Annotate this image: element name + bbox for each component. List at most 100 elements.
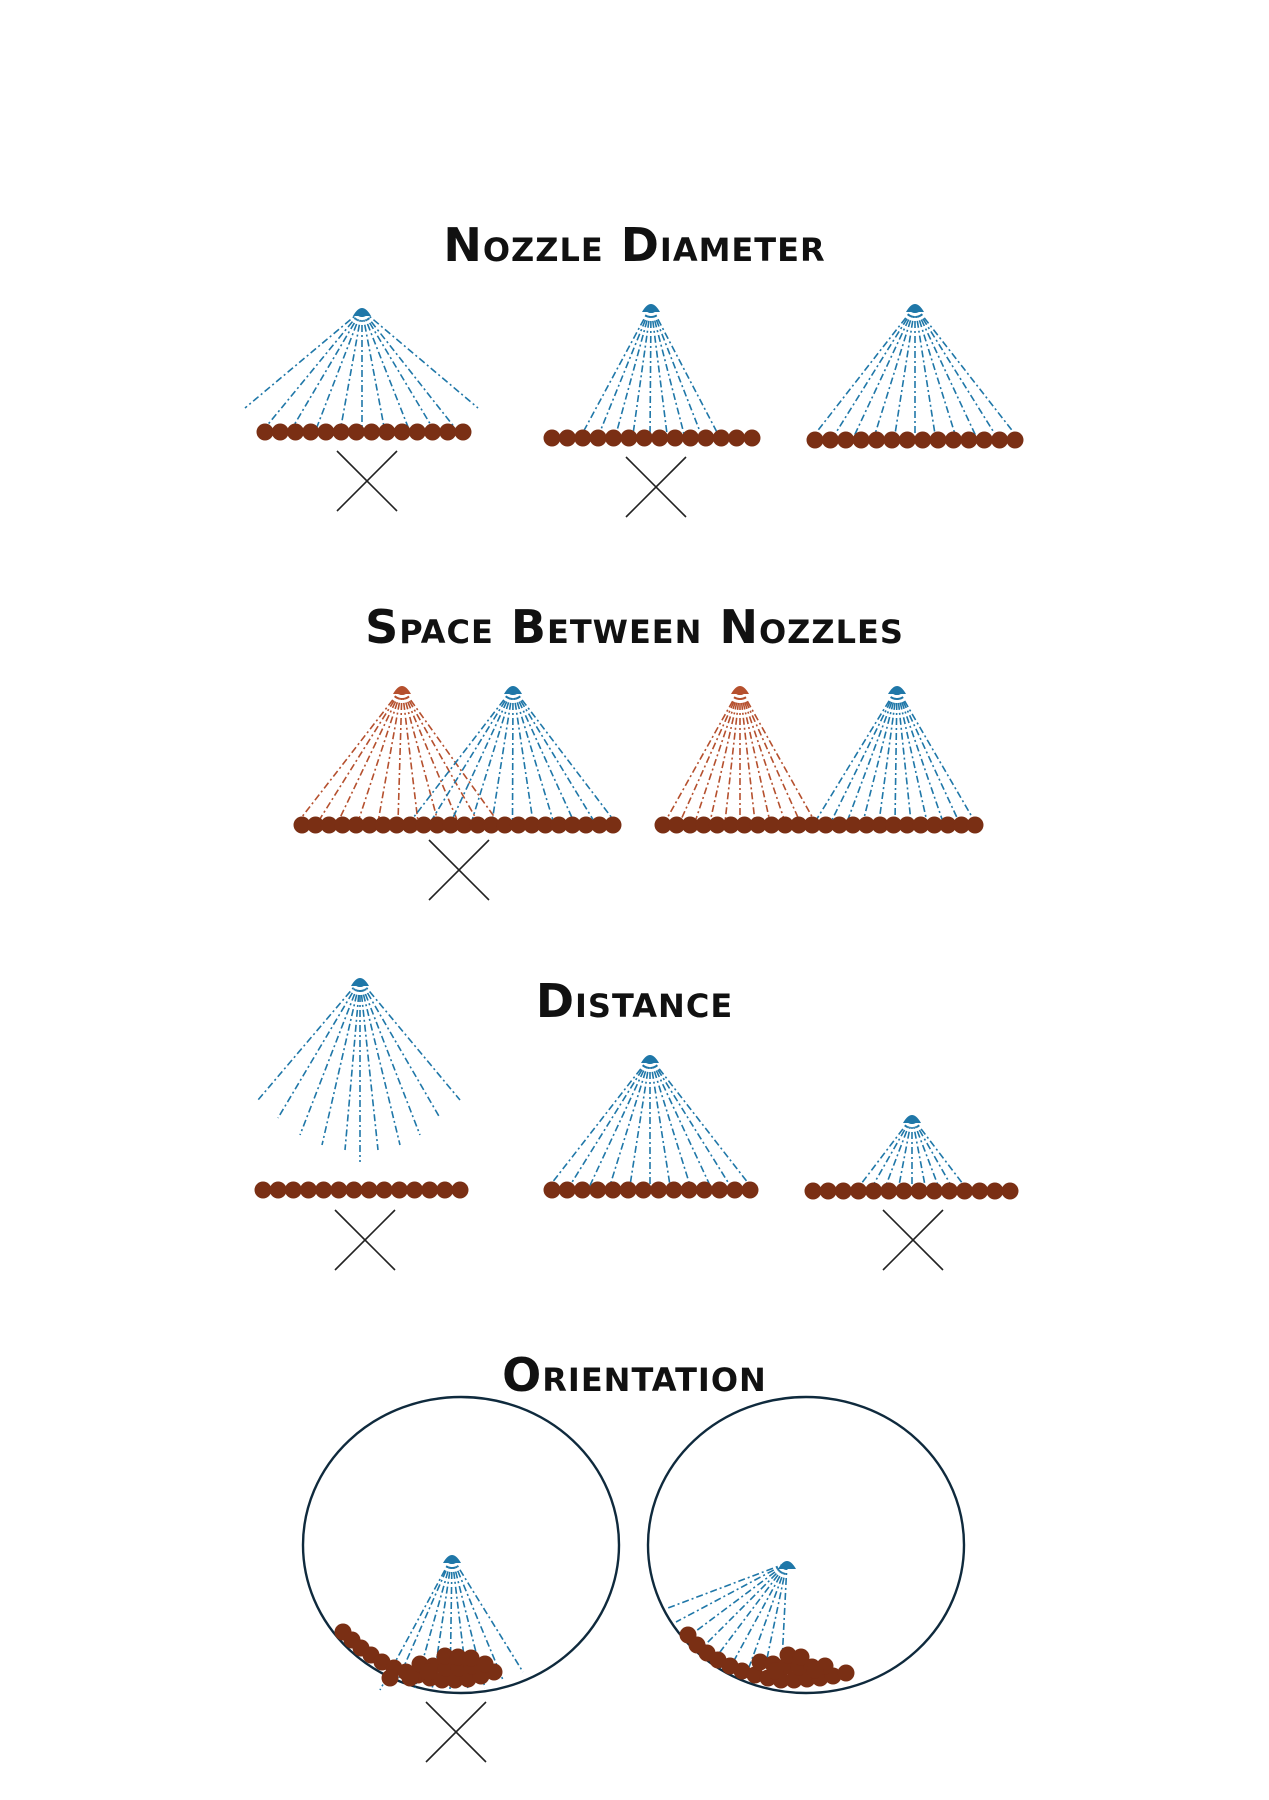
particle xyxy=(574,429,592,447)
spray-line xyxy=(361,309,436,433)
particle xyxy=(360,1181,378,1199)
nozzle-icon xyxy=(731,686,749,694)
particle xyxy=(898,431,916,449)
spray-line xyxy=(650,305,704,439)
particle xyxy=(711,1181,729,1199)
particle xyxy=(271,423,289,441)
particle xyxy=(722,816,740,834)
spray-line xyxy=(401,687,459,823)
particle xyxy=(558,429,576,447)
spray-line xyxy=(567,1056,651,1189)
spray-line xyxy=(377,687,403,823)
spray-fan xyxy=(547,1055,753,1189)
particle xyxy=(408,423,426,441)
particle xyxy=(650,1181,668,1199)
x-mark-icon xyxy=(334,1209,396,1271)
spray-line xyxy=(862,687,898,823)
particle xyxy=(345,1181,363,1199)
spray-line xyxy=(830,687,898,823)
particle xyxy=(868,431,886,449)
spray-line xyxy=(512,687,596,823)
spray-line xyxy=(914,305,957,439)
particle xyxy=(1001,1182,1019,1200)
particle xyxy=(695,816,713,834)
spray-line xyxy=(649,305,652,439)
spray-line xyxy=(650,305,669,439)
particle xyxy=(852,431,870,449)
drum-right xyxy=(646,1395,966,1695)
x-mark-stroke xyxy=(428,839,490,901)
spray-line xyxy=(911,1116,940,1189)
spray-line xyxy=(451,1556,504,1681)
spray-line xyxy=(512,687,534,823)
spray-line xyxy=(401,687,439,823)
particle xyxy=(482,816,500,834)
particle xyxy=(543,429,561,447)
particle xyxy=(668,816,686,834)
particle-row xyxy=(543,1181,759,1199)
particle xyxy=(605,429,623,447)
spray-line xyxy=(359,979,421,1136)
particle xyxy=(509,816,527,834)
particle xyxy=(334,816,352,834)
spray-line xyxy=(359,979,441,1119)
spray-line xyxy=(409,687,514,823)
particle xyxy=(735,816,753,834)
spray-line xyxy=(628,1056,651,1189)
spray-line xyxy=(289,309,363,433)
spray-line xyxy=(831,305,916,439)
spray-line xyxy=(679,687,741,823)
particle xyxy=(378,423,396,441)
particle xyxy=(776,816,794,834)
particle xyxy=(455,816,473,834)
spray-line xyxy=(264,309,363,429)
particle xyxy=(779,1646,797,1664)
particle xyxy=(785,1671,803,1689)
spray-line xyxy=(397,687,403,823)
spray-line xyxy=(359,979,379,1151)
spray-line xyxy=(914,305,999,439)
particle xyxy=(790,816,808,834)
section-title-orientation: Orientation xyxy=(502,1348,767,1402)
spray-line xyxy=(337,687,403,823)
x-mark-icon xyxy=(625,456,687,518)
particle xyxy=(406,1181,424,1199)
spray-line xyxy=(870,1116,913,1189)
particle xyxy=(634,1181,652,1199)
spray-line xyxy=(511,687,514,823)
spray-fan xyxy=(814,686,976,823)
drum-left xyxy=(301,1395,621,1763)
spray-line xyxy=(650,305,686,439)
nozzle-icon xyxy=(906,304,924,312)
particle xyxy=(381,1669,399,1687)
spray-line xyxy=(911,1116,954,1189)
group-orientation xyxy=(301,1395,966,1763)
particle xyxy=(929,431,947,449)
nozzle-icon xyxy=(641,1055,659,1063)
particle xyxy=(728,429,746,447)
spray-line xyxy=(896,687,944,823)
spray-line xyxy=(873,305,916,439)
particle xyxy=(741,1181,759,1199)
particle xyxy=(681,429,699,447)
particle xyxy=(804,1182,822,1200)
particle xyxy=(563,816,581,834)
particle xyxy=(635,429,653,447)
spray-line xyxy=(357,687,403,823)
x-mark-stroke xyxy=(425,1701,487,1763)
particle xyxy=(960,431,978,449)
particle xyxy=(763,816,781,834)
spray-fan xyxy=(811,304,1019,439)
particle xyxy=(837,1664,855,1682)
particle-row xyxy=(256,423,472,441)
spray-line xyxy=(914,305,937,439)
particle xyxy=(681,816,699,834)
spray-fan xyxy=(244,308,479,433)
particle-row xyxy=(654,816,984,834)
x-mark-stroke xyxy=(882,1209,944,1271)
particle xyxy=(421,1181,439,1199)
spray-line xyxy=(914,305,978,439)
particle xyxy=(991,431,1009,449)
particle-pile xyxy=(334,1623,503,1689)
particle xyxy=(865,1182,883,1200)
